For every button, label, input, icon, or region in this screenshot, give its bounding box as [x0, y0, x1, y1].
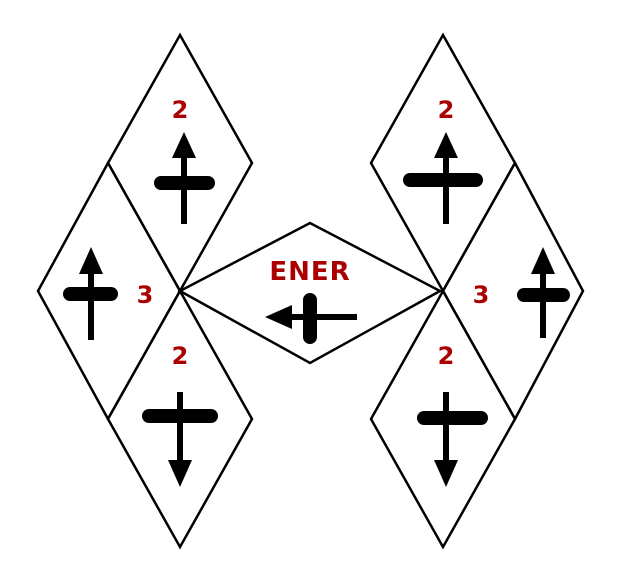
left-group: 2 3 2 — [36, 32, 254, 550]
left-middle-tile: 3 — [36, 160, 182, 422]
right-group: 2 3 2 — [369, 32, 585, 550]
arrow-up-icon — [63, 247, 118, 340]
left-bottom-tile: 2 — [106, 288, 254, 550]
arrow-down-icon — [417, 392, 488, 487]
arrow-left-icon — [265, 293, 357, 344]
right-middle-label: 3 — [473, 281, 490, 309]
right-bottom-label: 2 — [438, 342, 455, 370]
left-bottom-label: 2 — [172, 342, 189, 370]
arrow-up-icon — [403, 132, 483, 224]
left-top-label: 2 — [172, 96, 189, 124]
center-label: ENER — [269, 257, 350, 287]
left-middle-label: 3 — [137, 281, 154, 309]
arrow-up-icon — [517, 247, 570, 338]
right-bottom-tile: 2 — [369, 288, 517, 550]
right-middle-tile: 3 — [441, 160, 585, 422]
right-top-label: 2 — [438, 96, 455, 124]
center-tile: ENER — [177, 221, 443, 365]
arrow-up-icon — [154, 132, 215, 224]
arrow-down-icon — [142, 392, 218, 487]
